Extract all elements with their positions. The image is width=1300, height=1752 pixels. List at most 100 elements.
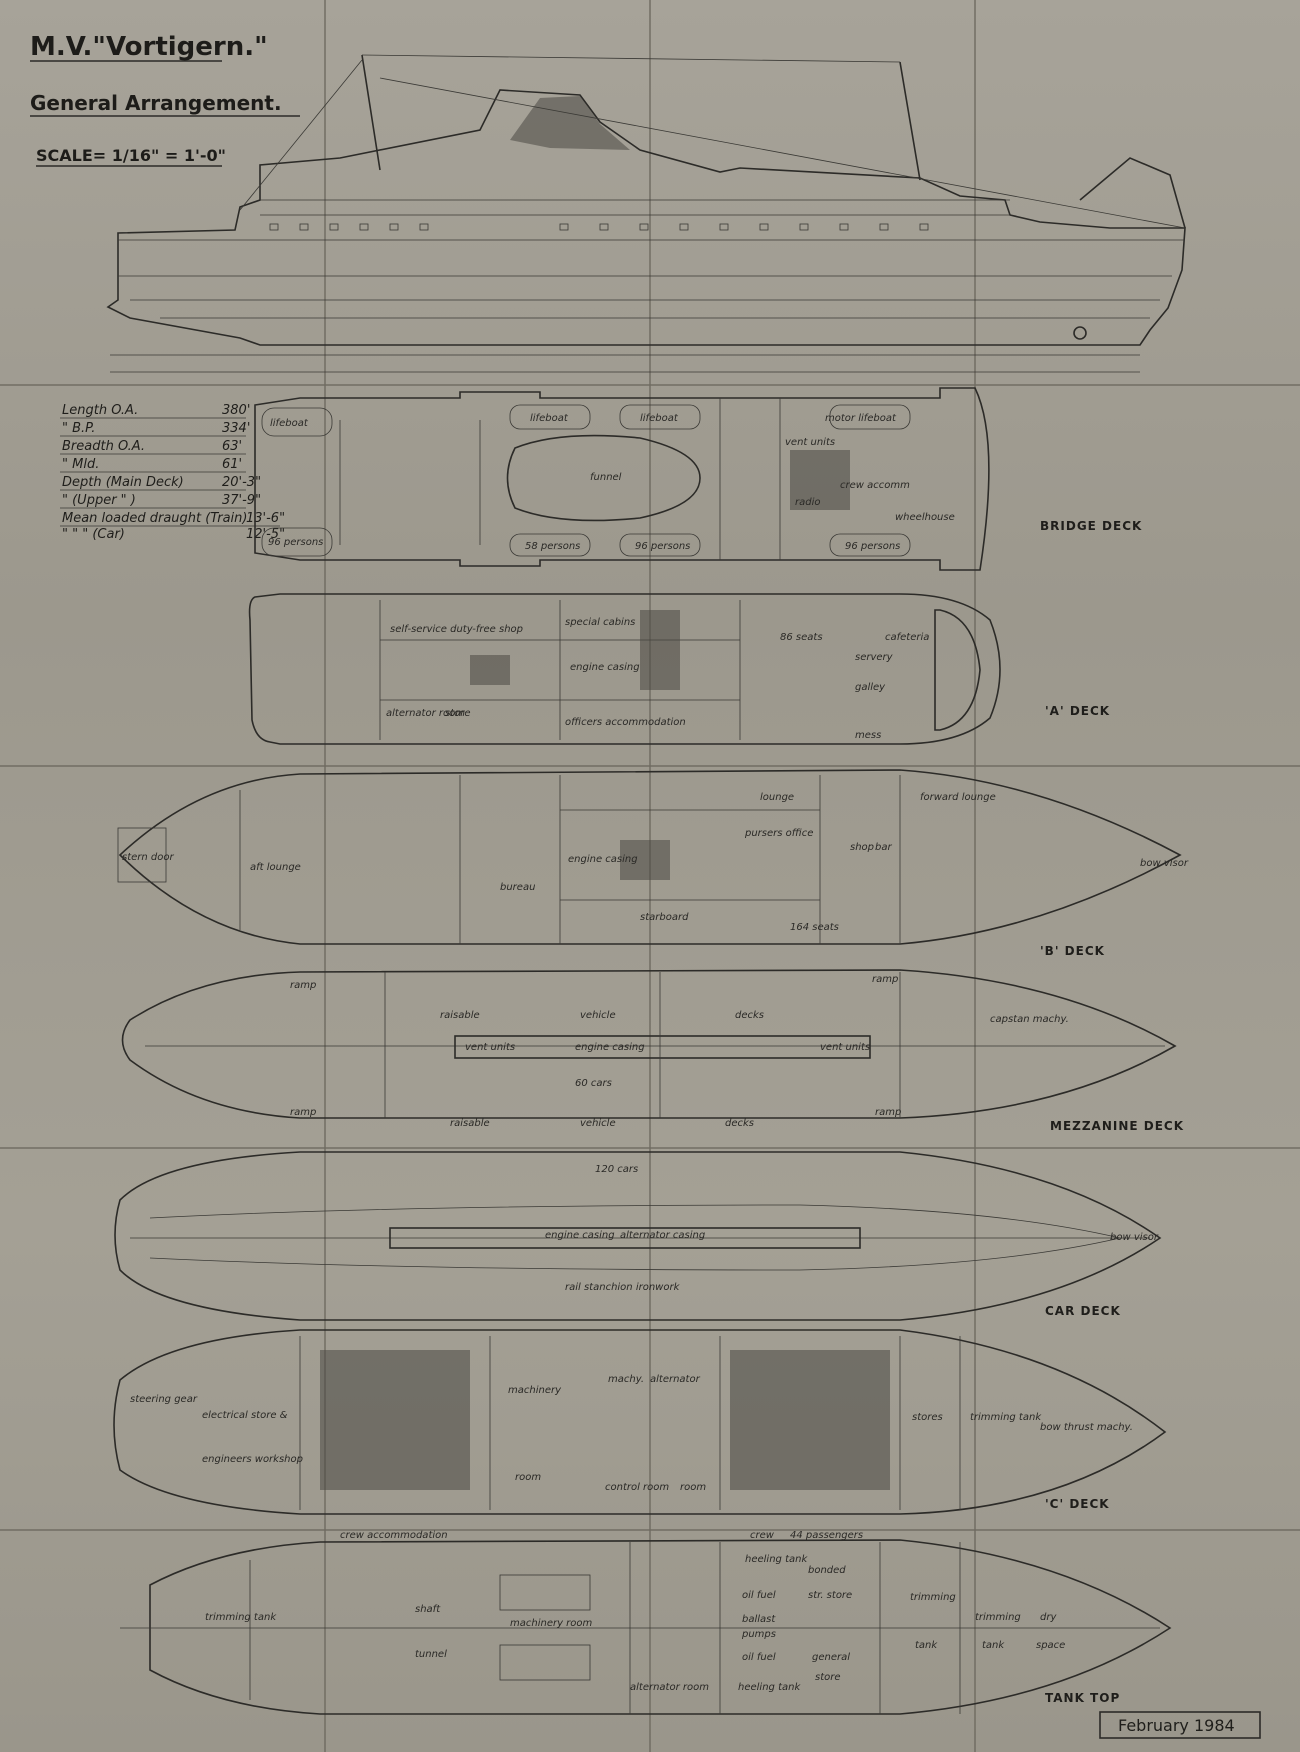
bridge-deck-plan: lifeboat lifeboat lifeboat motor lifeboa… bbox=[254, 387, 1141, 571]
bridge-label: vent units bbox=[785, 437, 835, 448]
tank-label: tank bbox=[915, 1640, 938, 1651]
b-deck-label: aft lounge bbox=[250, 862, 301, 873]
c-deck-label: machy. bbox=[608, 1374, 644, 1385]
tank-label: heeling tank bbox=[745, 1554, 808, 1565]
dim-label: " (Upper " ) bbox=[62, 493, 136, 508]
c-deck-label: stores bbox=[912, 1412, 943, 1423]
dim-label: Mean loaded draught (Train) bbox=[62, 511, 247, 526]
tank-label: machinery room bbox=[510, 1618, 593, 1629]
c-deck-label: engineers workshop bbox=[202, 1454, 303, 1465]
c-deck-label: 44 passengers bbox=[790, 1530, 863, 1541]
mezzanine-deck-plan: ramp ramp raisable vehicle decks vent un… bbox=[121, 969, 1183, 1133]
deck-title-car: CAR DECK bbox=[1045, 1304, 1121, 1318]
bridge-label: 96 persons bbox=[845, 541, 900, 552]
c-deck-label: room bbox=[515, 1472, 541, 1483]
a-deck-label: mess bbox=[855, 730, 881, 741]
tank-label: trimming bbox=[975, 1612, 1021, 1623]
drawing-scale: SCALE= 1/16" = 1'-0" bbox=[36, 146, 226, 165]
principal-dimensions: Length O.A. 380' " B.P. 334' Breadth O.A… bbox=[60, 403, 285, 542]
tank-top-plan: trimming tank shaft tunnel machinery roo… bbox=[120, 1539, 1172, 1715]
a-deck-label: servery bbox=[855, 652, 894, 663]
deck-title-tank: TANK TOP bbox=[1045, 1691, 1120, 1705]
mezz-label: raisable bbox=[440, 1010, 480, 1021]
b-deck-label: 164 seats bbox=[790, 922, 839, 933]
car-deck-plan: 120 cars engine casing alternator casing… bbox=[114, 1151, 1162, 1321]
tank-label: heeling tank bbox=[738, 1682, 801, 1693]
c-deck-plan: steering gear electrical store & enginee… bbox=[113, 1329, 1167, 1541]
drawing-date: February 1984 bbox=[1118, 1716, 1235, 1735]
bridge-label: lifeboat bbox=[270, 418, 309, 429]
drawing-subtitle: General Arrangement. bbox=[30, 91, 282, 115]
c-deck-label: control room bbox=[605, 1482, 669, 1493]
c-deck-label: crew accommodation bbox=[340, 1530, 448, 1541]
dim-label: " B.P. bbox=[62, 421, 95, 436]
bridge-label: funnel bbox=[590, 472, 622, 483]
tank-label: general bbox=[812, 1652, 850, 1663]
tank-label: trimming tank bbox=[205, 1612, 277, 1623]
b-deck-label: shop bbox=[850, 842, 874, 853]
car-label: alternator casing bbox=[620, 1230, 705, 1241]
tank-label: dry bbox=[1040, 1612, 1057, 1623]
tank-label: ballast bbox=[742, 1614, 776, 1625]
tank-label: oil fuel bbox=[742, 1652, 776, 1663]
b-deck-label: bow visor bbox=[1140, 858, 1189, 869]
dim-value: 13'-6" bbox=[246, 511, 285, 526]
mezz-label: vehicle bbox=[580, 1118, 616, 1129]
car-label: rail stanchion ironwork bbox=[565, 1282, 681, 1293]
bridge-label: wheelhouse bbox=[895, 512, 955, 523]
profile-elevation bbox=[106, 54, 1186, 373]
c-deck-label: electrical store & bbox=[202, 1410, 288, 1421]
bridge-label: 96 persons bbox=[268, 537, 323, 548]
car-label: bow visor bbox=[1110, 1232, 1159, 1243]
tank-label: trimming bbox=[910, 1592, 956, 1603]
dim-value: 334' bbox=[222, 421, 250, 436]
mezz-label: vent units bbox=[820, 1042, 870, 1053]
deck-title-b: 'B' DECK bbox=[1040, 944, 1105, 958]
car-label: 120 cars bbox=[595, 1164, 638, 1175]
vessel-name: M.V."Vortigern." bbox=[30, 32, 268, 62]
mezz-label: ramp bbox=[872, 974, 898, 985]
car-label: engine casing bbox=[545, 1230, 615, 1241]
tank-label: space bbox=[1036, 1640, 1065, 1651]
dim-label: " Mld. bbox=[62, 457, 99, 472]
a-deck-label: officers accommodation bbox=[565, 717, 686, 728]
b-deck-label: engine casing bbox=[568, 854, 638, 865]
mezz-label: decks bbox=[735, 1010, 764, 1021]
a-deck-label: cafeteria bbox=[885, 632, 929, 643]
a-deck-label: galley bbox=[855, 682, 886, 693]
mezz-label: vehicle bbox=[580, 1010, 616, 1021]
c-deck-label: machinery bbox=[508, 1385, 562, 1396]
c-deck-label: room bbox=[680, 1482, 706, 1493]
title-block: M.V."Vortigern." General Arrangement. SC… bbox=[30, 32, 300, 167]
deck-title-c: 'C' DECK bbox=[1045, 1497, 1110, 1511]
b-deck-label: pursers office bbox=[744, 828, 813, 839]
tank-label: bonded bbox=[808, 1565, 846, 1576]
tank-label: tank bbox=[982, 1640, 1005, 1651]
b-deck-label: lounge bbox=[760, 792, 794, 803]
deck-title-a: 'A' DECK bbox=[1045, 704, 1110, 718]
tank-label: store bbox=[815, 1672, 841, 1683]
mezz-label: vent units bbox=[465, 1042, 515, 1053]
tank-label: pumps bbox=[741, 1629, 776, 1640]
tank-label: alternator room bbox=[630, 1682, 709, 1693]
bridge-label: lifeboat bbox=[530, 413, 569, 424]
b-deck-label: starboard bbox=[640, 912, 689, 923]
mezz-label: 60 cars bbox=[575, 1078, 612, 1089]
bridge-label: motor lifeboat bbox=[825, 413, 897, 424]
dim-label: " " " (Car) bbox=[62, 527, 125, 542]
bridge-label: crew accomm bbox=[840, 480, 910, 491]
b-deck-label: bar bbox=[875, 842, 892, 853]
a-deck-label: alternator room bbox=[386, 708, 465, 719]
c-deck-label: trimming tank bbox=[970, 1412, 1042, 1423]
bridge-label: radio bbox=[795, 497, 820, 508]
mezz-label: ramp bbox=[290, 980, 316, 991]
c-deck-label: steering gear bbox=[130, 1394, 198, 1405]
mezz-label: ramp bbox=[875, 1107, 901, 1118]
a-deck-label: 86 seats bbox=[780, 632, 823, 643]
tank-label: tunnel bbox=[415, 1649, 447, 1660]
bridge-label: 96 persons bbox=[635, 541, 690, 552]
mezz-label: decks bbox=[725, 1118, 754, 1129]
dim-label: Breadth O.A. bbox=[62, 439, 145, 454]
